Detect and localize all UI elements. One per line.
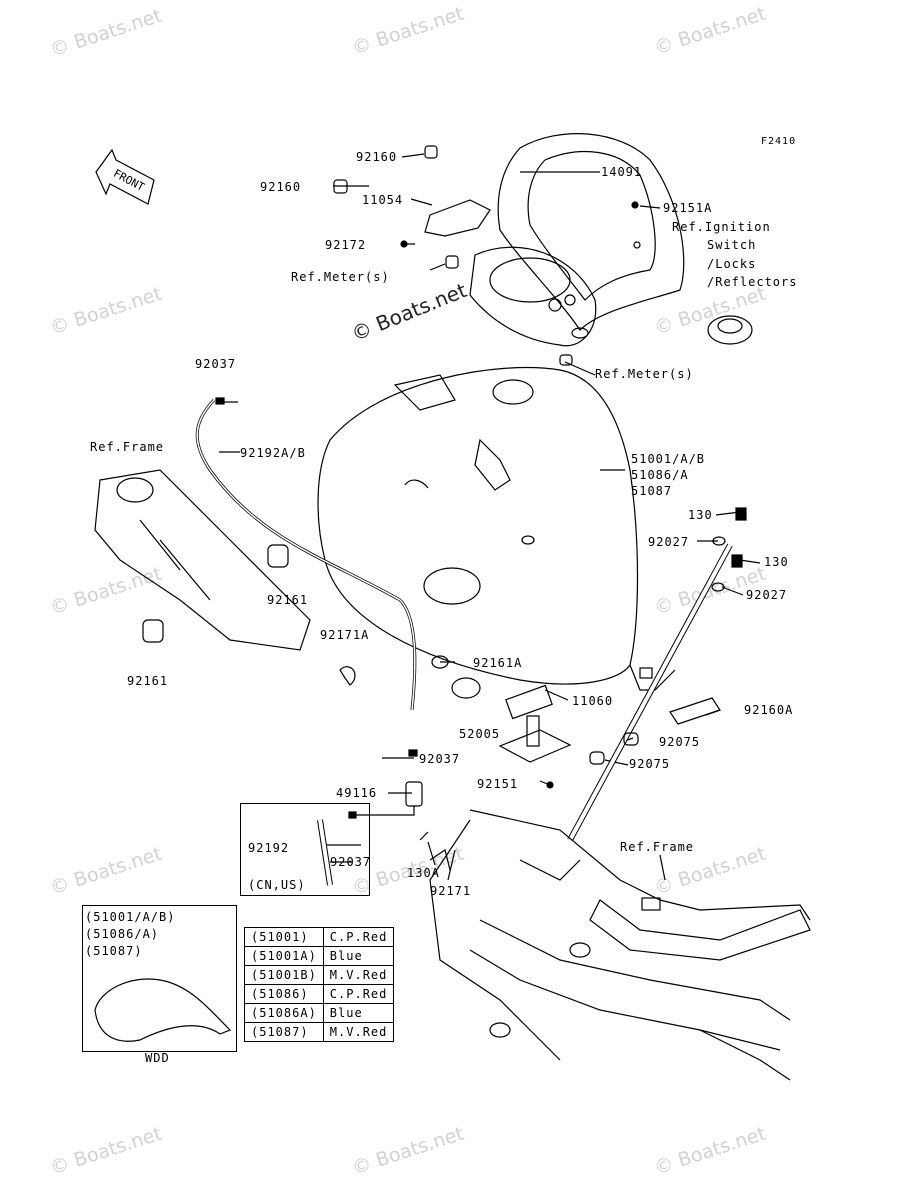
main-frame bbox=[419, 809, 811, 1081]
bolt-92151 bbox=[546, 781, 554, 789]
inset-line-2: (51086/A) bbox=[85, 927, 160, 941]
inset-line-1: (51001/A/B) bbox=[85, 910, 176, 924]
hose-clamp-92037 bbox=[215, 397, 225, 405]
part-92192: 92192 bbox=[248, 841, 290, 855]
table-cell-color: C.P.Red bbox=[322, 984, 395, 1004]
part-130-a: 130 bbox=[688, 508, 713, 522]
part-92161-right: 92161 bbox=[267, 593, 309, 607]
ref-ignition-3: /Locks bbox=[707, 257, 757, 271]
part-92192AB: 92192A/B bbox=[240, 446, 306, 460]
part-92160-left: 92160 bbox=[260, 180, 302, 194]
part-92172: 92172 bbox=[325, 238, 367, 252]
table-cell-code: (51087) bbox=[244, 1022, 324, 1042]
part-92161-left: 92161 bbox=[127, 674, 169, 688]
part-130-b: 130 bbox=[764, 555, 789, 569]
part-92151A: 92151A bbox=[663, 201, 713, 215]
table-row: (51086A) Blue bbox=[244, 1003, 395, 1023]
part-130A: 130A bbox=[407, 866, 440, 880]
fuel-valve bbox=[400, 781, 423, 816]
ref-frame-right: Ref.Frame bbox=[620, 840, 695, 854]
part-49116: 49116 bbox=[336, 786, 378, 800]
table-cell-code: (51086) bbox=[244, 984, 324, 1004]
table-cell-color: Blue bbox=[322, 946, 395, 966]
table-row: (51001B) M.V.Red bbox=[244, 965, 395, 985]
table-cell-code: (51001) bbox=[244, 927, 324, 947]
table-row: (51001) C.P.Red bbox=[244, 927, 395, 947]
tank-number-2: 51086/A bbox=[631, 468, 689, 482]
fuel-cap bbox=[707, 315, 753, 345]
fuel-hose bbox=[195, 398, 417, 711]
cn-us-option-box bbox=[240, 803, 370, 896]
bolt-130-a bbox=[735, 507, 747, 521]
part-52005: 52005 bbox=[459, 727, 501, 741]
clip-92171A bbox=[339, 666, 356, 686]
ref-ignition-2: Switch bbox=[707, 238, 757, 252]
ref-ignition-4: /Reflectors bbox=[707, 275, 798, 289]
table-row: (51087) M.V.Red bbox=[244, 1022, 395, 1042]
part-92037-box: 92037 bbox=[330, 855, 372, 869]
grommet-92160-top bbox=[424, 145, 438, 159]
ref-frame-left: Ref.Frame bbox=[90, 440, 165, 454]
part-92161A: 92161A bbox=[473, 656, 523, 670]
ref-ignition-1: Ref.Ignition bbox=[672, 220, 771, 234]
table-row: (51086) C.P.Red bbox=[244, 984, 395, 1004]
part-92160-top: 92160 bbox=[356, 150, 398, 164]
part-92037-mid: 92037 bbox=[419, 752, 461, 766]
damper-92075-a bbox=[623, 732, 639, 746]
meter-bracket bbox=[424, 199, 491, 237]
inset-caption: WDD bbox=[145, 1051, 170, 1065]
table-cell-color: C.P.Red bbox=[322, 927, 395, 947]
cn-us-label: (CN,US) bbox=[248, 878, 306, 892]
part-11060: 11060 bbox=[572, 694, 614, 708]
part-92075-a: 92075 bbox=[659, 735, 701, 749]
part-92151: 92151 bbox=[477, 777, 519, 791]
figure-code: F2410 bbox=[761, 136, 797, 147]
table-cell-code: (51001A) bbox=[244, 946, 324, 966]
part-92037-top: 92037 bbox=[195, 357, 237, 371]
fuel-tank bbox=[317, 366, 676, 691]
part-92171A: 92171A bbox=[320, 628, 370, 642]
meter-cover bbox=[497, 133, 685, 331]
tank-number-1: 51001/A/B bbox=[631, 452, 706, 466]
inset-line-3: (51087) bbox=[85, 944, 143, 958]
grommet-meter bbox=[445, 255, 459, 269]
part-92171: 92171 bbox=[430, 884, 472, 898]
washer-92027-b bbox=[711, 582, 725, 592]
part-92027-a: 92027 bbox=[648, 535, 690, 549]
damper-92075-b bbox=[589, 751, 605, 765]
table-cell-color: M.V.Red bbox=[322, 1022, 395, 1042]
tank-number-3: 51087 bbox=[631, 484, 673, 498]
ref-meter-left: Ref.Meter(s) bbox=[291, 270, 390, 284]
table-cell-color: Blue bbox=[322, 1003, 395, 1023]
hose-clamp-mid bbox=[408, 749, 418, 757]
washer-92027-a bbox=[712, 536, 726, 546]
part-14091: 14091 bbox=[601, 165, 643, 179]
color-table: (51001) C.P.Red (51001A) Blue (51001B) M… bbox=[244, 927, 395, 1042]
bolt-130-b bbox=[731, 554, 743, 568]
inset-tank bbox=[94, 978, 232, 1042]
part-92075-b: 92075 bbox=[629, 757, 671, 771]
fuel-pump bbox=[451, 677, 572, 763]
inset-box: (51001/A/B) (51086/A) (51087) bbox=[82, 905, 237, 1052]
ref-meter-right: Ref.Meter(s) bbox=[595, 367, 694, 381]
part-11054: 11054 bbox=[362, 193, 404, 207]
left-frame bbox=[94, 469, 311, 651]
table-cell-code: (51001B) bbox=[244, 965, 324, 985]
part-92160A: 92160A bbox=[744, 703, 794, 717]
front-arrow-icon: FRONT bbox=[95, 148, 155, 205]
meter-body bbox=[469, 246, 597, 366]
table-cell-code: (51086A) bbox=[244, 1003, 324, 1023]
part-92027-b: 92027 bbox=[746, 588, 788, 602]
rubber-strip bbox=[669, 697, 721, 725]
table-cell-color: M.V.Red bbox=[322, 965, 395, 985]
table-row: (51001A) Blue bbox=[244, 946, 395, 966]
